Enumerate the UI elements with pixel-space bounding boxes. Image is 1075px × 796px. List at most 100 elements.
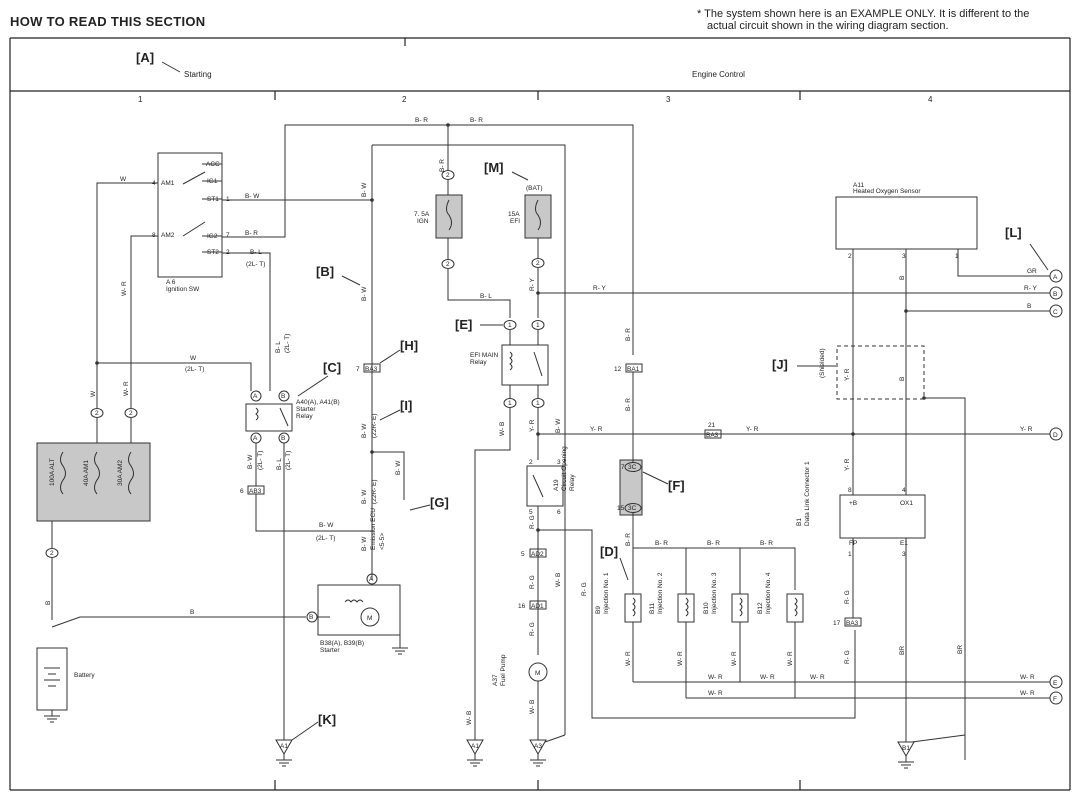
svg-text:21: 21 [708,422,716,429]
fusible-alt: 100A ALT [49,458,56,486]
connector-ad1: AD1 [531,603,544,610]
svg-text:1: 1 [508,322,512,329]
wire-br-h1: B- R [655,540,668,547]
ignition-switch: ACC IG1 ST1 IG2 ST2 AM1 AM2 4 8 1 7 2 A … [152,152,230,293]
emission-ecu-label1: Emission ECU [370,508,377,550]
bat-label: (BAT) [526,185,543,192]
circuit-relay-id: A19 [553,479,560,491]
column-4: 4 [928,95,933,104]
wire-2lt-ab3: (2L- T) [316,535,335,542]
fuse-efi-name: EFI [510,218,520,225]
svg-text:16: 16 [518,603,526,610]
efi-main-relay-label1: EFI MAIN [470,352,498,359]
svg-text:7: 7 [226,232,230,239]
wire-bl-st2: B- L [250,249,262,256]
svg-text:B: B [281,435,285,442]
wire-wr-e: W- R [1020,674,1035,681]
callout-e: [E] [455,317,472,332]
svg-text:2: 2 [446,172,450,179]
fusible-link-block: 100A ALT 40A AM1 30A AM2 [36,442,151,522]
wire-bl-relay: B- L [480,293,492,300]
wire-rg-4: R- G [529,622,536,636]
terminal-e: E [1049,675,1063,689]
wire-wr-h4: W- R [708,690,723,697]
svg-text:1: 1 [536,322,540,329]
inj3-id: B10 [703,602,710,614]
svg-text:E: E [1053,680,1058,687]
starter-relay-name1: Starter [296,406,316,413]
wire-rg-2: R- G [581,582,588,596]
svg-text:A1: A1 [471,743,479,750]
column-1: 1 [138,95,143,104]
connector-ba3-c: BA3 [846,620,859,627]
wire-2lt-st2: (2L- T) [246,261,265,268]
svg-text:5: 5 [529,509,533,516]
circuit-relay-name2: Relay [569,474,576,491]
system-engine-control: Engine Control [692,70,745,79]
wire-2lt-relay3: (2L- T) [257,451,264,470]
inj1-id: B9 [595,606,602,614]
svg-text:A: A [253,435,258,442]
pin-am1: AM1 [161,180,175,187]
terminal-a: A [1049,269,1063,283]
ground-a3: A3 [529,739,547,767]
wire-yr-shield: Y- R [844,368,851,381]
wire-bw-main: B- W [361,182,368,197]
wire-bw-starter: B- W [361,536,368,551]
svg-text:A1: A1 [280,743,288,750]
connector-3c: 3C [628,464,637,471]
wire-wr-h1: W- R [708,674,723,681]
ground-a1: A1 [275,739,293,767]
svg-text:6: 6 [240,488,244,495]
wire-rg-1: R- G [529,515,536,529]
callout-b: [B] [316,264,334,279]
ground-b1: B1 [897,741,915,769]
wire-bw-ecu2: B- W [361,489,368,504]
wire-wb-1: W- B [499,422,506,436]
callout-i: [I] [400,398,412,413]
svg-text:7: 7 [621,464,625,471]
wire-wr-inj4: W- R [787,651,794,666]
system-starting: Starting [184,70,212,79]
wire-yr-4: Y- R [1020,426,1033,433]
wire-wr-h3: W- R [810,674,825,681]
shielded-label: (Shielded) [819,348,826,378]
wire-bl-relay3: B- L [276,458,283,470]
svg-text:12: 12 [614,366,622,373]
svg-text:A: A [253,393,258,400]
dlc-pin-e1: E1 [900,540,908,547]
svg-text:2: 2 [848,253,852,260]
svg-text:B: B [309,614,313,621]
efi-main-relay: 1 1 EFI MAIN Relay 1 1 [470,320,549,408]
pin-st2: ST2 [207,249,219,256]
wire-bw-b: B- W [361,286,368,301]
callout-a: [A] [136,50,154,65]
callout-k: [K] [318,712,336,727]
terminal-b: B [1049,286,1063,300]
wire-yr-3: Y- R [746,426,759,433]
wire-yr-1: Y- R [529,419,536,432]
connector-ba1: BA1 [627,366,640,373]
pin-acc: ACC [206,161,220,168]
diagram-frame [9,37,1071,791]
wire-b-batt: B [45,601,52,605]
starter-relay-name2: Relay [296,413,313,420]
wire-bw-relay: B- W [247,454,254,469]
column-2: 2 [402,95,407,104]
pin-st1: ST1 [207,196,219,203]
connector-ad2: AD2 [531,551,544,558]
ignition-switch-name: Ignition SW [166,286,200,293]
connector-3c-b: 3C [628,505,637,512]
wire-wr-am2b: W- R [123,381,130,396]
svg-text:2: 2 [95,410,99,417]
svg-text:3: 3 [902,551,906,558]
svg-text:C: C [1053,309,1058,316]
wire-22re: (22R- E) [371,413,378,438]
dlc-name: Data Link Connector 1 [804,461,811,526]
wire-yr-dlc: Y- R [844,458,851,471]
wire-wb-ground: W- B [466,711,473,725]
wire-br-ig2: B- R [245,230,258,237]
callout-h: [H] [400,338,418,353]
